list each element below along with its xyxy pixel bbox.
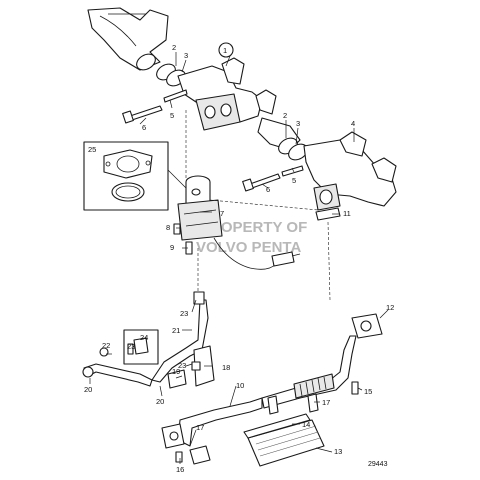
callout-labels: 1 2 3 5 6 2 3 4 25 7 8 9 6 5 11 23 21 24… <box>84 43 394 474</box>
callout-8: 8 <box>166 223 170 232</box>
callout-19: 19 <box>172 367 180 376</box>
manifold-port-riser-2 <box>255 89 277 115</box>
bolt-23a <box>193 291 205 305</box>
callout-17a: 17 <box>322 398 330 407</box>
bolt-6b-head <box>242 178 254 192</box>
bolt-6a-head <box>122 110 134 124</box>
callout-3b: 3 <box>296 119 300 128</box>
clamp-17a <box>267 395 279 415</box>
callout-23b: 23 <box>127 342 135 351</box>
exhaust-manifold-assembly <box>87 7 397 221</box>
callout-23a: 23 <box>180 309 188 318</box>
turbo-flange <box>195 93 241 131</box>
watermark-line-2: VOLVO PENTA <box>196 239 301 256</box>
clamp-24 <box>133 337 149 355</box>
callout-18: 18 <box>222 363 230 372</box>
callout-1-circle <box>218 42 234 58</box>
egr-pipe-10-assembly <box>161 313 383 467</box>
pipe-21 <box>151 299 209 383</box>
flange-port-left <box>204 105 216 119</box>
bolt-16 <box>175 451 183 463</box>
manifold-port-riser-4 <box>371 157 397 183</box>
egr-valve-housing <box>177 199 223 241</box>
heat-shield-14 <box>243 413 311 439</box>
stud-5b <box>281 165 304 177</box>
callout-5a: 5 <box>170 111 174 120</box>
callout-10: 10 <box>236 381 244 390</box>
callout-2b: 2 <box>283 111 287 120</box>
figure-number: 29443 <box>368 461 388 468</box>
callout-5b: 5 <box>292 176 296 185</box>
callout-17b: 17 <box>196 423 204 432</box>
manifold-port-riser-3 <box>339 131 367 157</box>
callout-3a: 3 <box>184 51 188 60</box>
callout-14: 14 <box>302 420 310 429</box>
callout-20a: 20 <box>84 385 92 394</box>
flex-bellows <box>293 373 335 399</box>
clamp-17b <box>307 393 319 413</box>
callout-leaders <box>89 52 389 464</box>
callout-4: 4 <box>351 119 355 128</box>
gasket-detail-callout <box>83 141 187 211</box>
callout-6a: 6 <box>142 123 146 132</box>
flange-16-port <box>169 431 179 441</box>
callout-12: 12 <box>386 303 394 312</box>
bolt-23c <box>191 361 201 371</box>
flange-12-port <box>360 320 372 332</box>
callout-16: 16 <box>176 465 184 474</box>
callout-23c: 23 <box>178 361 186 370</box>
flange-port-right <box>220 103 232 117</box>
manifold-front-outlet <box>136 53 156 71</box>
clamp-17c <box>189 445 211 465</box>
egr-valve-assembly <box>173 175 301 270</box>
hose-clip-20 <box>82 366 94 378</box>
callout-13: 13 <box>334 447 342 456</box>
egr-sensor-cable <box>213 237 277 270</box>
bolt-6a <box>129 105 163 121</box>
watermark-line-1: PROPERTY OF <box>200 219 307 236</box>
watermark: PROPERTY OF VOLVO PENTA <box>196 219 307 256</box>
manifold-front-section <box>87 7 169 71</box>
callout-15: 15 <box>364 387 372 396</box>
assembly-guide-lines <box>185 110 331 301</box>
callout-1: 1 <box>223 46 227 55</box>
bolt-15 <box>351 381 359 395</box>
egr-valve-gasket <box>103 149 153 179</box>
callout-6b: 6 <box>266 185 270 194</box>
pipe-10-left <box>177 397 263 447</box>
pipe-20-hose <box>83 363 153 387</box>
clamp-19 <box>167 369 187 389</box>
gasket-11 <box>315 207 341 221</box>
bolt-23b <box>127 343 134 355</box>
callout-25: 25 <box>88 145 96 154</box>
manifold-port-riser-1 <box>221 57 245 85</box>
bolt-8 <box>173 223 181 235</box>
callout-20b: 20 <box>156 397 164 406</box>
egr-outlet-port <box>319 189 333 205</box>
egr-sensor-connector <box>271 251 295 267</box>
callout-24: 24 <box>140 333 148 342</box>
callout-7: 7 <box>220 209 224 218</box>
egr-pipe-21-assembly <box>82 291 215 389</box>
callout-9: 9 <box>170 243 174 252</box>
callout-21: 21 <box>172 326 180 335</box>
callout-11: 11 <box>343 209 351 218</box>
stud-5a <box>163 89 188 103</box>
callout-2a: 2 <box>172 43 176 52</box>
callout-22: 22 <box>102 341 110 350</box>
egr-valve-port <box>191 188 201 196</box>
manifold-fasteners <box>122 89 304 192</box>
